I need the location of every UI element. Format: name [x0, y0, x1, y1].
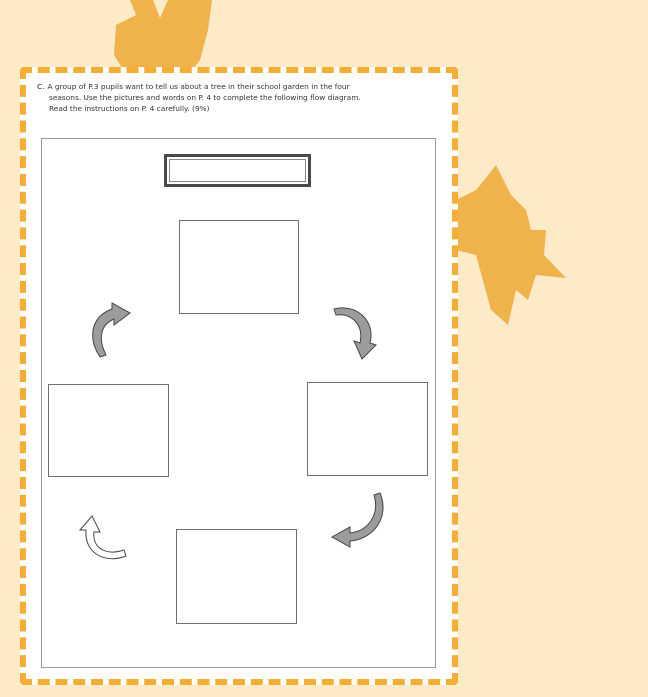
curved-arrow-lower-left-icon [76, 514, 128, 566]
maple-leaf-right-icon [456, 160, 571, 330]
season-box-left[interactable] [48, 384, 169, 477]
maple-leaf-top-icon [108, 0, 218, 75]
question-instructions: C.A group of P.3 pupils want to tell us … [37, 81, 457, 114]
curved-arrow-upper-right-icon [330, 301, 382, 363]
curved-arrow-lower-right-icon [328, 489, 390, 551]
question-letter: C. [37, 82, 45, 91]
season-box-top[interactable] [179, 220, 299, 314]
instruction-line-3: Read the instructions on P. 4 carefully.… [37, 103, 457, 114]
instruction-line-2: seasons. Use the pictures and words on P… [37, 92, 457, 103]
curved-arrow-upper-left-icon [84, 299, 136, 361]
season-box-bottom[interactable] [176, 529, 297, 624]
worksheet-card: C.A group of P.3 pupils want to tell us … [20, 67, 458, 685]
flow-diagram-frame [41, 138, 436, 668]
instruction-line-1: A group of P.3 pupils want to tell us ab… [48, 82, 350, 91]
season-box-right[interactable] [307, 382, 428, 476]
diagram-title-box[interactable] [164, 154, 311, 187]
